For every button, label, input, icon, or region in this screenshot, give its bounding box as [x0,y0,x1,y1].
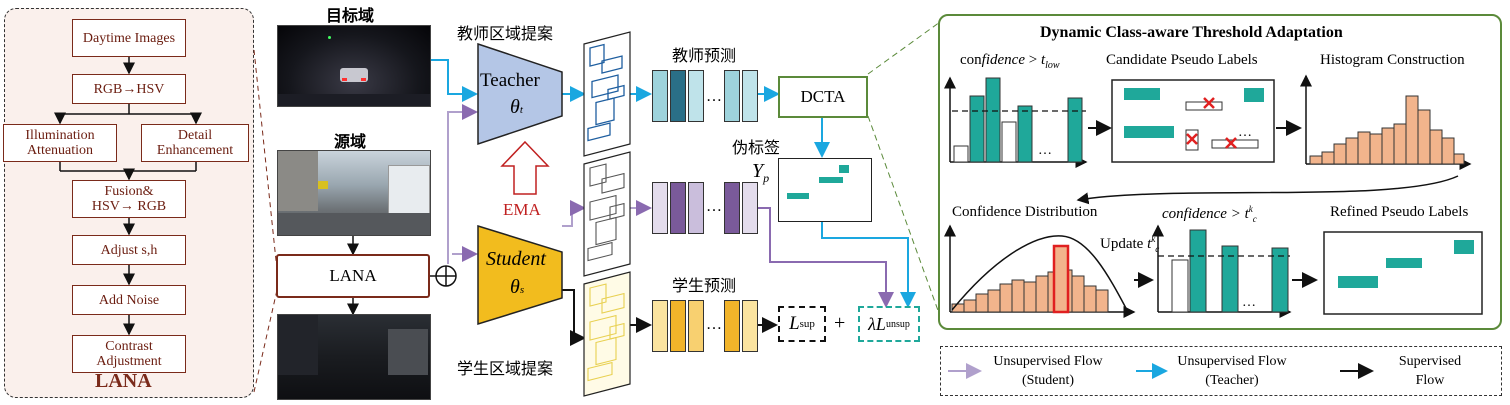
student-proposal-map [583,151,631,277]
night-target-image [277,25,431,107]
teacher-feature-dots: … [706,88,722,105]
teacher-network [477,42,563,146]
teacher-feature-2 [670,70,686,122]
lana-center-box: LANA [276,254,430,298]
lana-step-rgb-hsv: RGB→HSV [72,74,186,104]
student-feature-3 [688,182,704,234]
svg-text:…: … [1038,143,1052,158]
conf-low-label: confidence > tlow [960,52,1060,71]
student-proposals-label: 学生区域提案 [457,359,554,378]
teacher-feature-3 [688,70,704,122]
histogram-chart [1300,74,1472,170]
teacher-theta: θt [510,96,523,118]
student-feature-5 [742,182,758,234]
legend-arrows [948,363,1374,379]
distribution-label: Confidence Distribution [952,204,1098,220]
lana-step-adjust: Adjust s,h [72,235,186,265]
target-domain-label: 目标域 [326,6,375,25]
student2-feature-dots: … [706,316,722,333]
student-feature-dots: … [706,198,722,215]
histogram-label: Histogram Construction [1320,52,1465,68]
legend-student: Unsupervised Flow(Student) [993,354,1103,388]
lana-step-illumination: Illumination Attenuation [3,124,117,162]
lana-step-detail: Detail Enhancement [141,124,249,162]
yp-symbol: Yp [752,160,770,185]
lana-title: LANA [95,370,152,392]
candidate-box: … [1111,79,1275,163]
teacher-proposals-label: 教师区域提案 [457,24,554,43]
refined-box [1323,231,1483,315]
student2-feature-4 [724,300,740,352]
lana-step-contrast: Contrast Adjustment [72,335,186,373]
candidate-label: Candidate Pseudo Labels [1106,52,1258,68]
teacher-feature-5 [742,70,758,122]
pseudo-label-box [778,158,872,222]
student2-feature-5 [742,300,758,352]
teacher-proposal-map [583,31,631,157]
student-feature-1 [652,182,668,234]
legend [940,346,1502,396]
dcta-label: DCTA [800,87,846,106]
source-domain-label: 源域 [334,132,367,151]
conf-k-chart: … [1152,224,1292,318]
night-source-image [277,314,431,400]
teacher-feature-4 [724,70,740,122]
dcta-title: Dynamic Class-aware Threshold Adaptation [1040,24,1343,41]
day-source-image [277,150,431,236]
teacher-label: Teacher [480,70,540,91]
svg-text:…: … [1242,295,1256,310]
ema-arrow [500,140,550,195]
student-theta: θs [510,276,525,298]
student-feature-4 [724,182,740,234]
fusion-line2: HSV→ RGB [91,199,167,214]
teacher-feature-1 [652,70,668,122]
svg-text:…: … [1238,125,1252,140]
lana-step-fusion: Fusion& HSV→ RGB [72,180,186,218]
refined-label: Refined Pseudo Labels [1330,204,1469,220]
loss-plus: + [834,312,846,334]
lana-step-noise: Add Noise [72,285,186,315]
student-feature-2 [670,182,686,234]
student-network [477,224,563,326]
legend-teacher: Unsupervised Flow(Teacher) [1177,354,1287,388]
teacher-pred-label: 教师预测 [672,46,737,65]
conf-low-chart: … [944,76,1088,168]
student2-feature-2 [670,300,686,352]
student-proposal-map-2 [583,271,631,397]
student2-feature-3 [688,300,704,352]
student-pred-label: 学生预测 [672,276,737,295]
lana-center-label: LANA [329,266,377,285]
lana-arrows [54,57,202,336]
dcta-graphics: … … [944,74,1483,318]
lana-step-daytime: Daytime Images [72,19,186,57]
student2-feature-1 [652,300,668,352]
fusion-line1: Fusion& [104,184,154,199]
distribution-chart [944,224,1136,318]
conf-k-label: confidence > tkc [1162,204,1257,224]
pseudo-label-title: 伪标签 [732,138,781,157]
ema-label: EMA [503,200,541,219]
dcta-box: DCTA [778,76,868,118]
student-label: Student [486,248,546,270]
